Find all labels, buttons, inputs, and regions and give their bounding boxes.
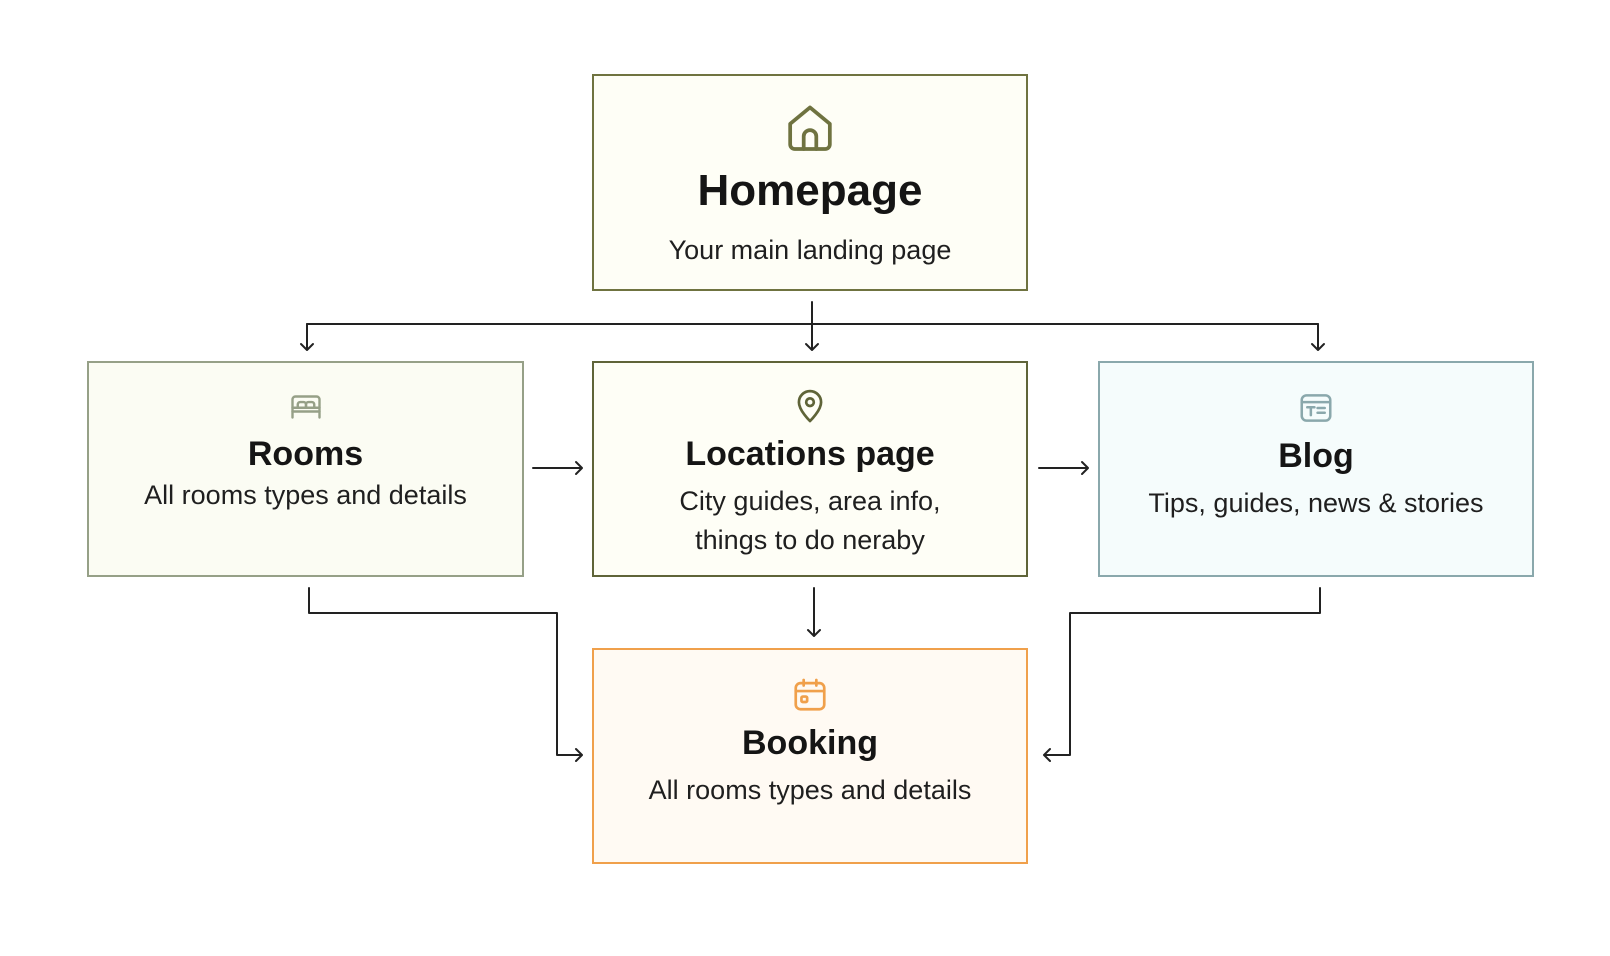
homepage-title: Homepage [697,166,923,215]
rooms-description: All rooms types and details [144,480,467,511]
booking-title: Booking [742,724,878,762]
locations-description-line-1: City guides, area info, [679,486,941,517]
calendar-icon [794,678,826,711]
location-pin-icon [797,389,823,423]
edge-homepage-to-locations [805,323,819,351]
node-rooms: Rooms All rooms types and details [87,361,524,577]
blog-description: Tips, guides, news & stories [1148,488,1484,519]
node-booking: Booking All rooms types and details [592,648,1028,864]
edge-locations-to-booking [807,587,821,637]
booking-description: All rooms types and details [648,775,972,806]
edge-homepage-bus [306,301,1319,325]
edge-blog-to-booking [1043,587,1321,762]
homepage-description: Your main landing page [668,234,952,265]
blog-title: Blog [1278,437,1354,475]
node-homepage: Homepage Your main landing page [592,74,1028,291]
locations-description-line-2: things to do neraby [695,525,925,556]
node-locations: Locations page City guides, area info, t… [592,361,1028,577]
rooms-title: Rooms [247,435,364,473]
locations-title: Locations page [685,435,935,473]
bed-icon [290,395,321,419]
edge-rooms-to-booking [308,587,583,762]
edge-homepage-to-blog [1311,323,1325,351]
edge-homepage-to-rooms [300,323,314,351]
edge-rooms-to-locations [532,461,583,475]
locations-description: City guides, area info, things to do ner… [679,482,940,560]
article-icon [1300,394,1332,422]
node-blog: Blog Tips, guides, news & stories [1098,361,1534,577]
house-icon [788,105,832,151]
edge-locations-to-blog [1038,461,1089,475]
